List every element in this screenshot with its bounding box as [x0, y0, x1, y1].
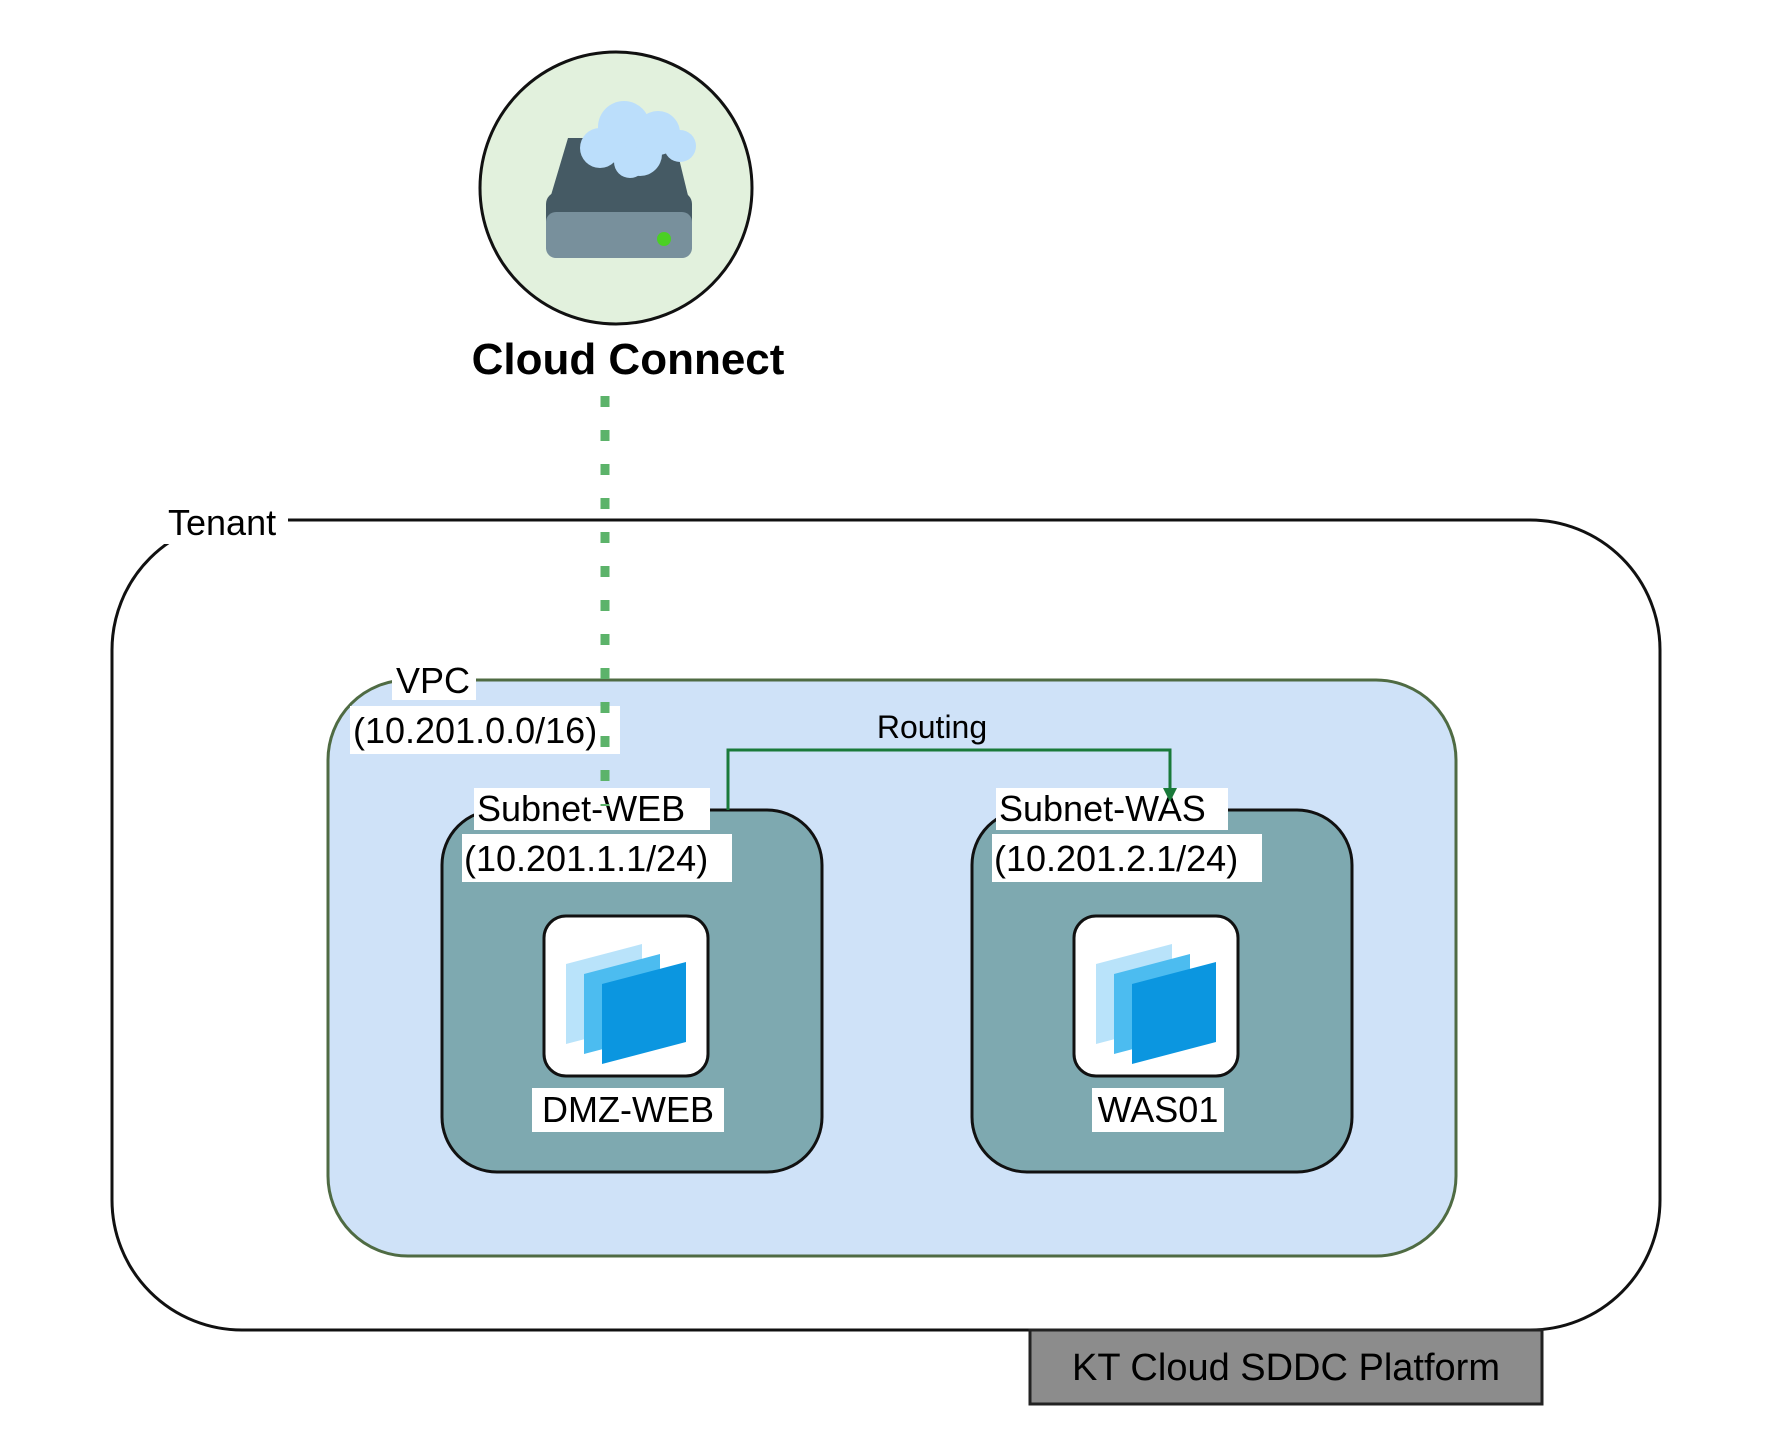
platform-badge	[1028, 1328, 1544, 1406]
subnet-web-label-bg	[474, 788, 710, 830]
vpc-cidr-bg	[350, 706, 620, 754]
dmz-web-label: DMZ-WEB	[542, 1089, 714, 1130]
virtual-machine-icon	[1096, 944, 1216, 1064]
subnet-was-cidr: (10.201.2.1/24)	[994, 838, 1238, 879]
vpc-label: VPC	[396, 660, 470, 701]
was01-label: WAS01	[1098, 1089, 1219, 1130]
routing-label: Routing	[877, 709, 987, 745]
subnet-was-label: Subnet-WAS	[999, 788, 1206, 829]
cloud-server-icon	[546, 101, 696, 258]
tenant-label: Tenant	[168, 502, 276, 543]
routing-arrow	[726, 748, 1177, 810]
virtual-machine-icon	[566, 944, 686, 1064]
subnet-web-cidr-bg	[462, 834, 732, 882]
subnet-web-label: Subnet-WEB	[477, 788, 685, 829]
cloud-connect-node[interactable]	[478, 50, 754, 326]
subnet-was-label-bg	[996, 788, 1228, 830]
was01-instance[interactable]	[1072, 914, 1240, 1078]
dmz-web-instance[interactable]	[542, 914, 710, 1078]
subnet-web-cidr: (10.201.1.1/24)	[464, 838, 708, 879]
dmz-web-label-bg	[532, 1088, 724, 1132]
cloud-connect-label: Cloud Connect	[472, 335, 785, 384]
vpc-label-bg	[392, 660, 476, 700]
subnet-was-cidr-bg	[992, 834, 1262, 882]
platform-label: KT Cloud SDDC Platform	[1072, 1347, 1500, 1389]
vpc-cidr: (10.201.0.0/16)	[353, 710, 597, 751]
was01-label-bg	[1092, 1088, 1224, 1132]
tenant-label-bg	[160, 500, 288, 544]
